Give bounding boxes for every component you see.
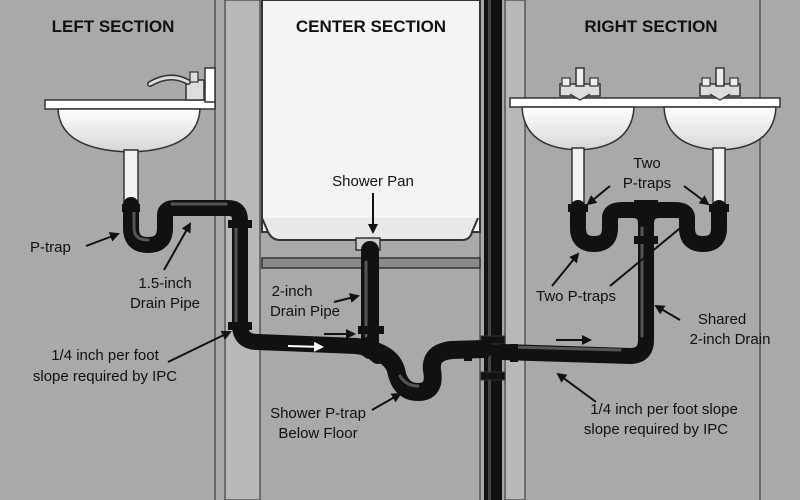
single-handle-faucet-icon [147,67,216,103]
flow-arrow-icon [287,341,324,352]
slope-right-label-line2: slope required by IPC [584,421,728,438]
drain-2-label-line1: 2-inch [272,283,313,300]
two-ptraps-top-label-line1: Two [633,155,661,172]
ptrap-label: P-trap [30,239,71,256]
drain-2-label-line2: Drain Pipe [270,303,340,320]
left-sink [44,67,216,206]
two-ptraps-mid-label: Two P-traps [536,288,616,305]
drain-1-5-label-line1: 1.5-inch [138,275,191,292]
two-ptraps-top-label-line2: P-traps [623,175,671,192]
right-tailpiece-1 [571,147,585,209]
double-handle-faucet-icon [699,67,741,101]
callout-arrows [85,185,710,411]
stack-fitting [480,335,506,345]
slope-right-label-line1: 1/4 inch per foot slope [590,401,738,418]
center-section-title: CENTER SECTION [296,17,446,36]
shower-enclosure [261,0,481,269]
right-stud [504,0,526,500]
right-double-sink [509,67,781,209]
shared-drain-label-line2: 2-inch Drain [690,331,771,348]
slope-left-label-line1: 1/4 inch per foot [51,347,159,364]
shared-drain-label-line1: Shared [698,311,746,328]
shower-ptrap-label-line1: Shower P-trap [270,405,366,422]
shower-ptrap-label-line2: Below Floor [278,425,357,442]
shower-pan-label: Shower Pan [332,173,414,190]
left-tailpiece [123,149,139,206]
double-handle-faucet-icon [559,67,601,101]
main-stack-pipe [484,0,502,500]
shower-pan [261,217,479,241]
drain-1-5-label-line2: Drain Pipe [130,295,200,312]
right-tailpiece-2 [712,147,726,209]
right-section-title: RIGHT SECTION [584,17,717,36]
shower-drain-line [358,241,493,401]
left-section-title: LEFT SECTION [52,17,175,36]
slope-left-label-line2: slope required by IPC [33,368,177,385]
left-drain-line [122,197,386,364]
